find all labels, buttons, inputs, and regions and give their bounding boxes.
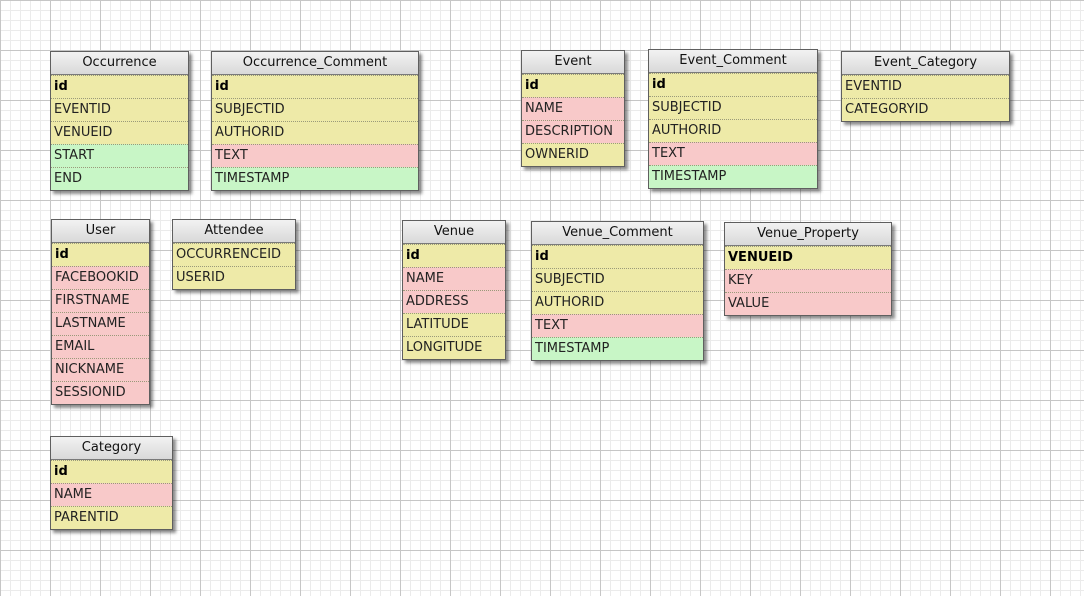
entity-title: Category [51, 437, 172, 460]
field-userid[interactable]: USERID [173, 266, 295, 289]
field-ownerid[interactable]: OWNERID [522, 143, 624, 166]
field-nickname[interactable]: NICKNAME [52, 358, 149, 381]
field-id[interactable]: id [212, 75, 418, 98]
field-timestamp[interactable]: TIMESTAMP [649, 165, 817, 188]
entity-title: User [52, 220, 149, 243]
field-value[interactable]: VALUE [725, 292, 891, 315]
field-text[interactable]: TEXT [649, 142, 817, 165]
field-firstname[interactable]: FIRSTNAME [52, 289, 149, 312]
field-latitude[interactable]: LATITUDE [403, 313, 505, 336]
field-id[interactable]: id [532, 245, 703, 268]
field-address[interactable]: ADDRESS [403, 290, 505, 313]
entity-title: Event [522, 51, 624, 74]
field-venueid[interactable]: VENUEID [51, 121, 188, 144]
field-id[interactable]: id [649, 73, 817, 96]
entity-title: Event_Category [842, 52, 1009, 75]
field-id[interactable]: id [51, 75, 188, 98]
field-lastname[interactable]: LASTNAME [52, 312, 149, 335]
field-description[interactable]: DESCRIPTION [522, 120, 624, 143]
field-longitude[interactable]: LONGITUDE [403, 336, 505, 359]
field-subjectid[interactable]: SUBJECTID [532, 268, 703, 291]
field-authorid[interactable]: AUTHORID [532, 291, 703, 314]
field-sessionid[interactable]: SESSIONID [52, 381, 149, 404]
field-eventid[interactable]: EVENTID [842, 75, 1009, 98]
field-venueid[interactable]: VENUEID [725, 246, 891, 269]
field-name[interactable]: NAME [403, 267, 505, 290]
entity-title: Occurrence [51, 52, 188, 75]
field-end[interactable]: END [51, 167, 188, 190]
field-subjectid[interactable]: SUBJECTID [212, 98, 418, 121]
field-name[interactable]: NAME [522, 97, 624, 120]
entity-title: Venue_Comment [532, 222, 703, 245]
field-occurrenceid[interactable]: OCCURRENCEID [173, 243, 295, 266]
entity-title: Venue [403, 221, 505, 244]
field-id[interactable]: id [522, 74, 624, 97]
entity-title: Attendee [173, 220, 295, 243]
field-name[interactable]: NAME [51, 483, 172, 506]
entity-title: Occurrence_Comment [212, 52, 418, 75]
field-subjectid[interactable]: SUBJECTID [649, 96, 817, 119]
field-timestamp[interactable]: TIMESTAMP [212, 167, 418, 190]
field-id[interactable]: id [51, 460, 172, 483]
field-facebookid[interactable]: FACEBOOKID [52, 266, 149, 289]
field-id[interactable]: id [403, 244, 505, 267]
field-email[interactable]: EMAIL [52, 335, 149, 358]
field-eventid[interactable]: EVENTID [51, 98, 188, 121]
field-id[interactable]: id [52, 243, 149, 266]
field-authorid[interactable]: AUTHORID [212, 121, 418, 144]
field-key[interactable]: KEY [725, 269, 891, 292]
entity-title: Venue_Property [725, 223, 891, 246]
field-parentid[interactable]: PARENTID [51, 506, 172, 529]
field-text[interactable]: TEXT [212, 144, 418, 167]
field-start[interactable]: START [51, 144, 188, 167]
field-timestamp[interactable]: TIMESTAMP [532, 337, 703, 360]
field-authorid[interactable]: AUTHORID [649, 119, 817, 142]
field-categoryid[interactable]: CATEGORYID [842, 98, 1009, 121]
entity-title: Event_Comment [649, 50, 817, 73]
field-text[interactable]: TEXT [532, 314, 703, 337]
